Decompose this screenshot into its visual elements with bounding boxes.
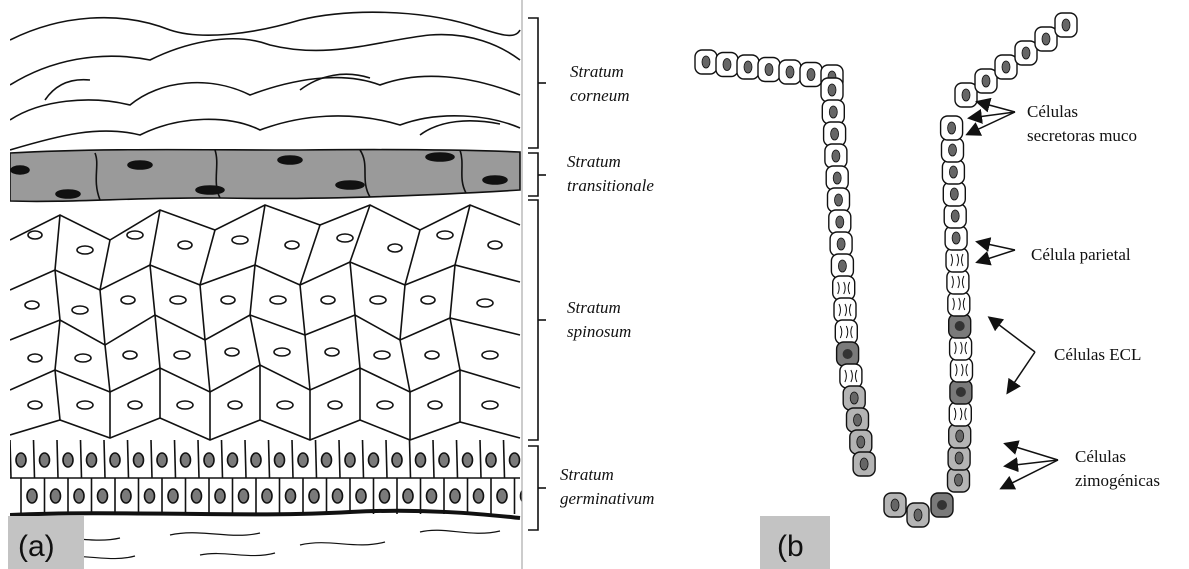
pointer-arrows bbox=[968, 102, 1058, 488]
label-stratum-germinativum-2: germinativum bbox=[560, 489, 654, 508]
epidermis-drawing bbox=[10, 12, 531, 558]
dermis-fibers bbox=[30, 530, 500, 558]
label-stratum-transitionale-2: transitionale bbox=[567, 176, 654, 195]
label-celulas-zimogenicas-1: Células bbox=[1075, 447, 1126, 466]
layer-brackets bbox=[528, 18, 546, 530]
label-stratum-corneum-1: Stratum bbox=[570, 62, 624, 81]
label-stratum-spinosum-1: Stratum bbox=[567, 298, 621, 317]
label-stratum-transitionale-1: Stratum bbox=[567, 152, 621, 171]
stratum-transitionale-band bbox=[10, 150, 520, 202]
label-stratum-spinosum-2: spinosum bbox=[567, 322, 631, 341]
gland-cells bbox=[695, 13, 1077, 527]
label-celulas-secretoras-2: secretoras muco bbox=[1027, 126, 1137, 145]
label-stratum-germinativum-1: Stratum bbox=[560, 465, 614, 484]
stratum-corneum-cells bbox=[10, 12, 520, 150]
label-celulas-ecl: Células ECL bbox=[1054, 345, 1141, 364]
label-celulas-secretoras-1: Células bbox=[1027, 102, 1078, 121]
label-celulas-zimogenicas-2: zimogénicas bbox=[1075, 471, 1160, 490]
stratum-spinosum-cells bbox=[10, 205, 520, 440]
gastric-gland-drawing bbox=[695, 13, 1077, 527]
label-stratum-corneum-2: corneum bbox=[570, 86, 629, 105]
panel-a-tag: (a) bbox=[18, 530, 55, 563]
panel-b-tag: (b bbox=[777, 530, 804, 563]
label-celula-parietal: Célula parietal bbox=[1031, 245, 1131, 264]
stratum-germinativum-cells bbox=[10, 440, 531, 518]
